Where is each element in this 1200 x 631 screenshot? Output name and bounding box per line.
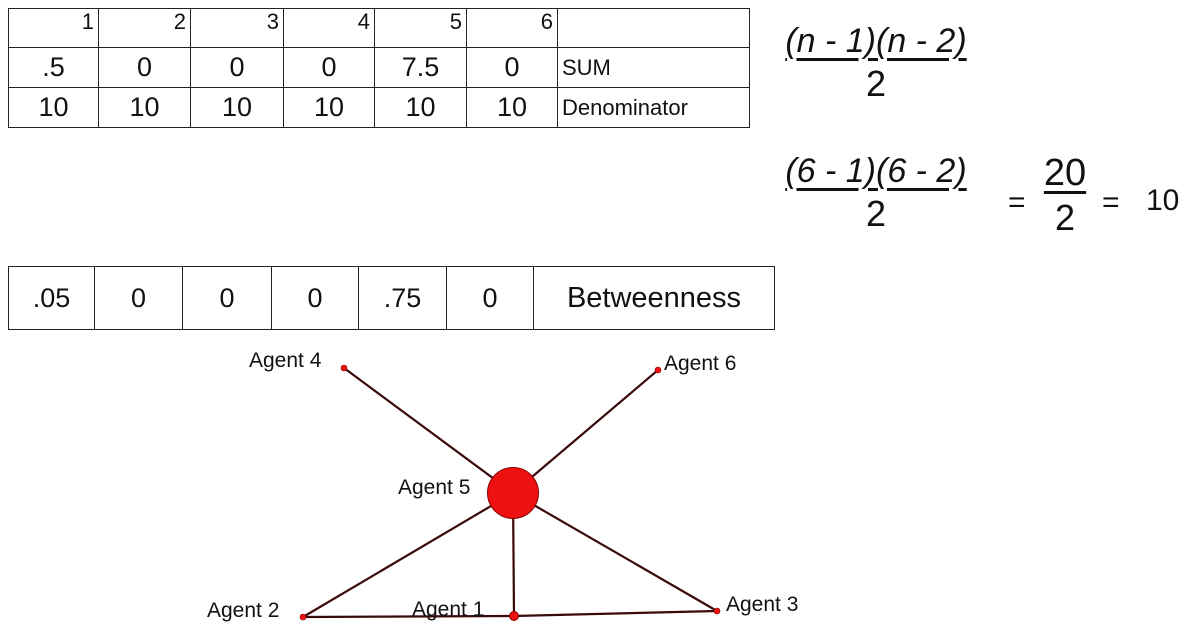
node-a3	[713, 607, 721, 615]
denominator-cell: 10	[190, 87, 284, 128]
node-label-a4: Agent 4	[249, 349, 322, 372]
betweenness-cell: 0	[271, 266, 359, 330]
node-a5	[487, 467, 539, 519]
col-header: 1	[8, 8, 99, 48]
sum-cell: 0	[190, 47, 284, 88]
edge-a5-a2	[302, 492, 514, 618]
edge-a5-a6	[512, 369, 659, 494]
node-a6	[654, 366, 662, 374]
applied-numerator: (6 - 1)(6 - 2)	[785, 152, 967, 190]
labels-layer: Agent 4 Agent 6 Agent 5 Agent 2 Agent 1 Agent…	[207, 349, 798, 622]
denominator-cell: 10	[374, 87, 467, 128]
denominator-label: Denominator	[557, 87, 750, 128]
denominator-cell: 10	[466, 87, 558, 128]
general-denominator: 2	[865, 63, 887, 104]
denominator-cell: 10	[283, 87, 375, 128]
sum-row: .5 0 0 0 7.5 0 SUM	[8, 47, 750, 88]
general-numerator: (n - 1)(n - 2)	[785, 22, 967, 60]
betweenness-cell: .05	[8, 266, 95, 330]
node-a4	[340, 364, 348, 372]
edge-a1-a3	[513, 609, 718, 618]
applied-denominator: 2	[865, 193, 887, 234]
denominator-cell: 10	[8, 87, 99, 128]
nodes-layer	[299, 364, 721, 621]
equals-sign: =	[1008, 186, 1026, 219]
sum-table: 1 2 3 4 5 6 .5 0 0 0 7.5 0 SUM 10 10 10 …	[8, 8, 750, 128]
betweenness-row: .05 0 0 0 .75 0 Betweenness	[8, 266, 775, 330]
betweenness-table: .05 0 0 0 .75 0 Betweenness	[8, 266, 775, 330]
edge-a5-a3	[512, 492, 718, 612]
col-header	[557, 8, 750, 48]
node-label-a1: Agent 1	[412, 598, 484, 621]
denominator-cell: 10	[98, 87, 191, 128]
applied-formula: (6 - 1)(6 - 2) 2	[756, 152, 996, 235]
general-formula: (n - 1)(n - 2) 2	[756, 22, 996, 105]
mid-denominator: 2	[1054, 197, 1076, 238]
sum-label: SUM	[557, 47, 750, 88]
denominator-row: 10 10 10 10 10 10 Denominator	[8, 87, 750, 128]
betweenness-cell: 0	[94, 266, 183, 330]
node-label-a5: Agent 5	[398, 476, 470, 499]
betweenness-label: Betweenness	[533, 266, 775, 330]
node-label-a6: Agent 6	[664, 352, 736, 375]
col-header: 2	[98, 8, 191, 48]
betweenness-cell: .75	[358, 266, 447, 330]
sum-cell: 0	[283, 47, 375, 88]
node-label-a3: Agent 3	[726, 593, 798, 616]
equals-sign: =	[1102, 186, 1120, 219]
node-a1	[509, 611, 519, 621]
betweenness-cell: 0	[182, 266, 272, 330]
edge-a2-a1	[302, 614, 515, 619]
col-header: 4	[283, 8, 375, 48]
mid-fraction: 20 2	[1034, 152, 1096, 239]
formula-result: 10	[1146, 184, 1180, 217]
mid-numerator: 20	[1043, 152, 1087, 194]
node-a2	[299, 613, 307, 621]
header-row: 1 2 3 4 5 6	[8, 8, 750, 48]
node-label-a2: Agent 2	[207, 599, 279, 622]
edge-a5-a4	[343, 367, 514, 494]
